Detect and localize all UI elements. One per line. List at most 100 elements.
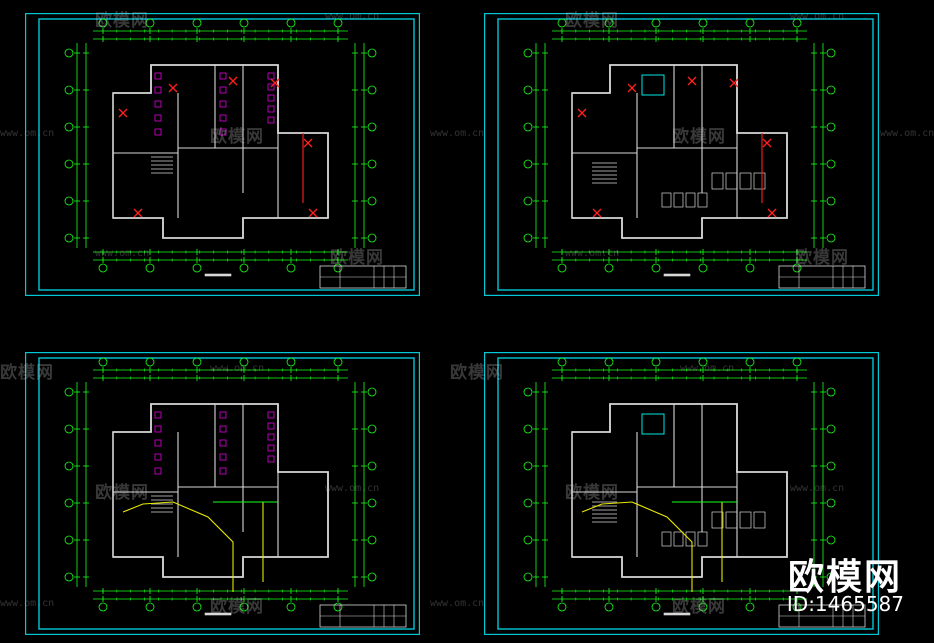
- building-exterior-wall: [571, 403, 788, 578]
- building-exterior-wall: [571, 64, 788, 239]
- axis-bubble: [64, 535, 74, 545]
- axis-bubble: [145, 357, 155, 367]
- pipe-marker: [270, 78, 280, 88]
- fixture-mark: [154, 439, 162, 447]
- fixture-mark: [219, 100, 227, 108]
- watermark-brand: 欧模网: [95, 483, 149, 503]
- axis-bubble: [745, 18, 755, 28]
- axis-bubble: [826, 48, 836, 58]
- axis-bubble: [523, 85, 533, 95]
- asset-id: ID:1465587: [786, 592, 904, 616]
- fixture-mark: [267, 116, 275, 124]
- axis-bubble: [523, 196, 533, 206]
- axis-bubble: [192, 357, 202, 367]
- watermark-url: www.om.cn: [325, 11, 380, 22]
- wiring-run: [581, 501, 693, 592]
- watermark-brand: 欧模网: [795, 248, 849, 268]
- floor-plan-drawing: [25, 352, 420, 635]
- pipe-marker: [168, 83, 178, 93]
- axis-bubble: [239, 602, 249, 612]
- fixture-mark: [267, 105, 275, 113]
- toilet-cubicle: [673, 192, 684, 208]
- fixture-mark: [267, 72, 275, 80]
- toilet-cubicle: [711, 511, 724, 529]
- axis-bubble: [792, 602, 802, 612]
- floor-plan-drawing: [484, 13, 879, 296]
- axis-bubble: [367, 535, 377, 545]
- axis-bubble: [367, 498, 377, 508]
- drawing-name-bar: [663, 612, 691, 616]
- axis-bubble: [604, 357, 614, 367]
- pipe-marker: [592, 208, 602, 218]
- axis-bubble: [192, 18, 202, 28]
- axis-bubble: [826, 498, 836, 508]
- axis-bubble: [557, 263, 567, 273]
- brand-logo: 欧模网: [787, 557, 902, 598]
- axis-bubble: [367, 48, 377, 58]
- axis-bubble: [523, 387, 533, 397]
- axis-bubble: [286, 357, 296, 367]
- fixture-mark: [154, 467, 162, 475]
- fixture-mark: [219, 425, 227, 433]
- watermark-brand: 欧模网: [330, 248, 384, 268]
- watermark-url: www.om.cn: [325, 483, 380, 494]
- building-exterior-wall: [113, 64, 329, 239]
- axis-bubble: [98, 602, 108, 612]
- axis-bubble: [64, 572, 74, 582]
- axis-bubble: [826, 387, 836, 397]
- axis-bubble: [333, 357, 343, 367]
- axis-bubble: [64, 48, 74, 58]
- axis-bubble: [333, 602, 343, 612]
- fixture-mark: [267, 455, 275, 463]
- axis-bubble: [64, 122, 74, 132]
- building-exterior-wall: [112, 403, 329, 578]
- drawing-sheet-top-right: [484, 13, 879, 296]
- watermark-url: www.om.cn: [430, 598, 485, 609]
- axis-bubble: [367, 387, 377, 397]
- pipe-marker: [687, 76, 697, 86]
- fixture-mark: [219, 86, 227, 94]
- sheet-outer-frame: [484, 352, 879, 635]
- fixture-mark: [219, 72, 227, 80]
- toilet-cubicle: [685, 192, 696, 208]
- watermark-url: www.om.cn: [880, 128, 934, 139]
- axis-bubble: [64, 387, 74, 397]
- fixture-mark: [154, 128, 162, 136]
- fixture-mark: [219, 439, 227, 447]
- watermark-brand: 欧模网: [210, 127, 264, 147]
- axis-bubble: [604, 602, 614, 612]
- building-exterior-wall: [112, 64, 329, 239]
- axis-bubble: [64, 85, 74, 95]
- pipe-marker: [303, 138, 313, 148]
- watermark-url: www.om.cn: [430, 128, 485, 139]
- axis-bubble: [604, 263, 614, 273]
- axis-bubble: [523, 233, 533, 243]
- axis-bubble: [367, 122, 377, 132]
- watermark-brand: 欧模网: [565, 11, 619, 31]
- toilet-cubicle: [753, 172, 766, 190]
- axis-bubble: [826, 424, 836, 434]
- axis-bubble: [523, 572, 533, 582]
- axis-bubble: [523, 424, 533, 434]
- axis-bubble: [698, 18, 708, 28]
- axis-bubble: [792, 357, 802, 367]
- fixture-mark: [154, 72, 162, 80]
- axis-bubble: [145, 602, 155, 612]
- watermark-url: www.om.cn: [790, 483, 845, 494]
- axis-bubble: [523, 535, 533, 545]
- watermark-url: www.om.cn: [790, 11, 845, 22]
- axis-bubble: [64, 233, 74, 243]
- fixture-mark: [267, 411, 275, 419]
- axis-bubble: [826, 572, 836, 582]
- axis-bubble: [826, 159, 836, 169]
- fixture-mark: [267, 444, 275, 452]
- fixture-mark: [267, 433, 275, 441]
- fixture-mark: [154, 100, 162, 108]
- fixture-mark: [267, 94, 275, 102]
- axis-bubble: [239, 263, 249, 273]
- pipe-marker: [767, 208, 777, 218]
- axis-bubble: [792, 263, 802, 273]
- axis-bubble: [557, 357, 567, 367]
- fixture-mark: [154, 411, 162, 419]
- floor-plan-drawing: [484, 352, 879, 635]
